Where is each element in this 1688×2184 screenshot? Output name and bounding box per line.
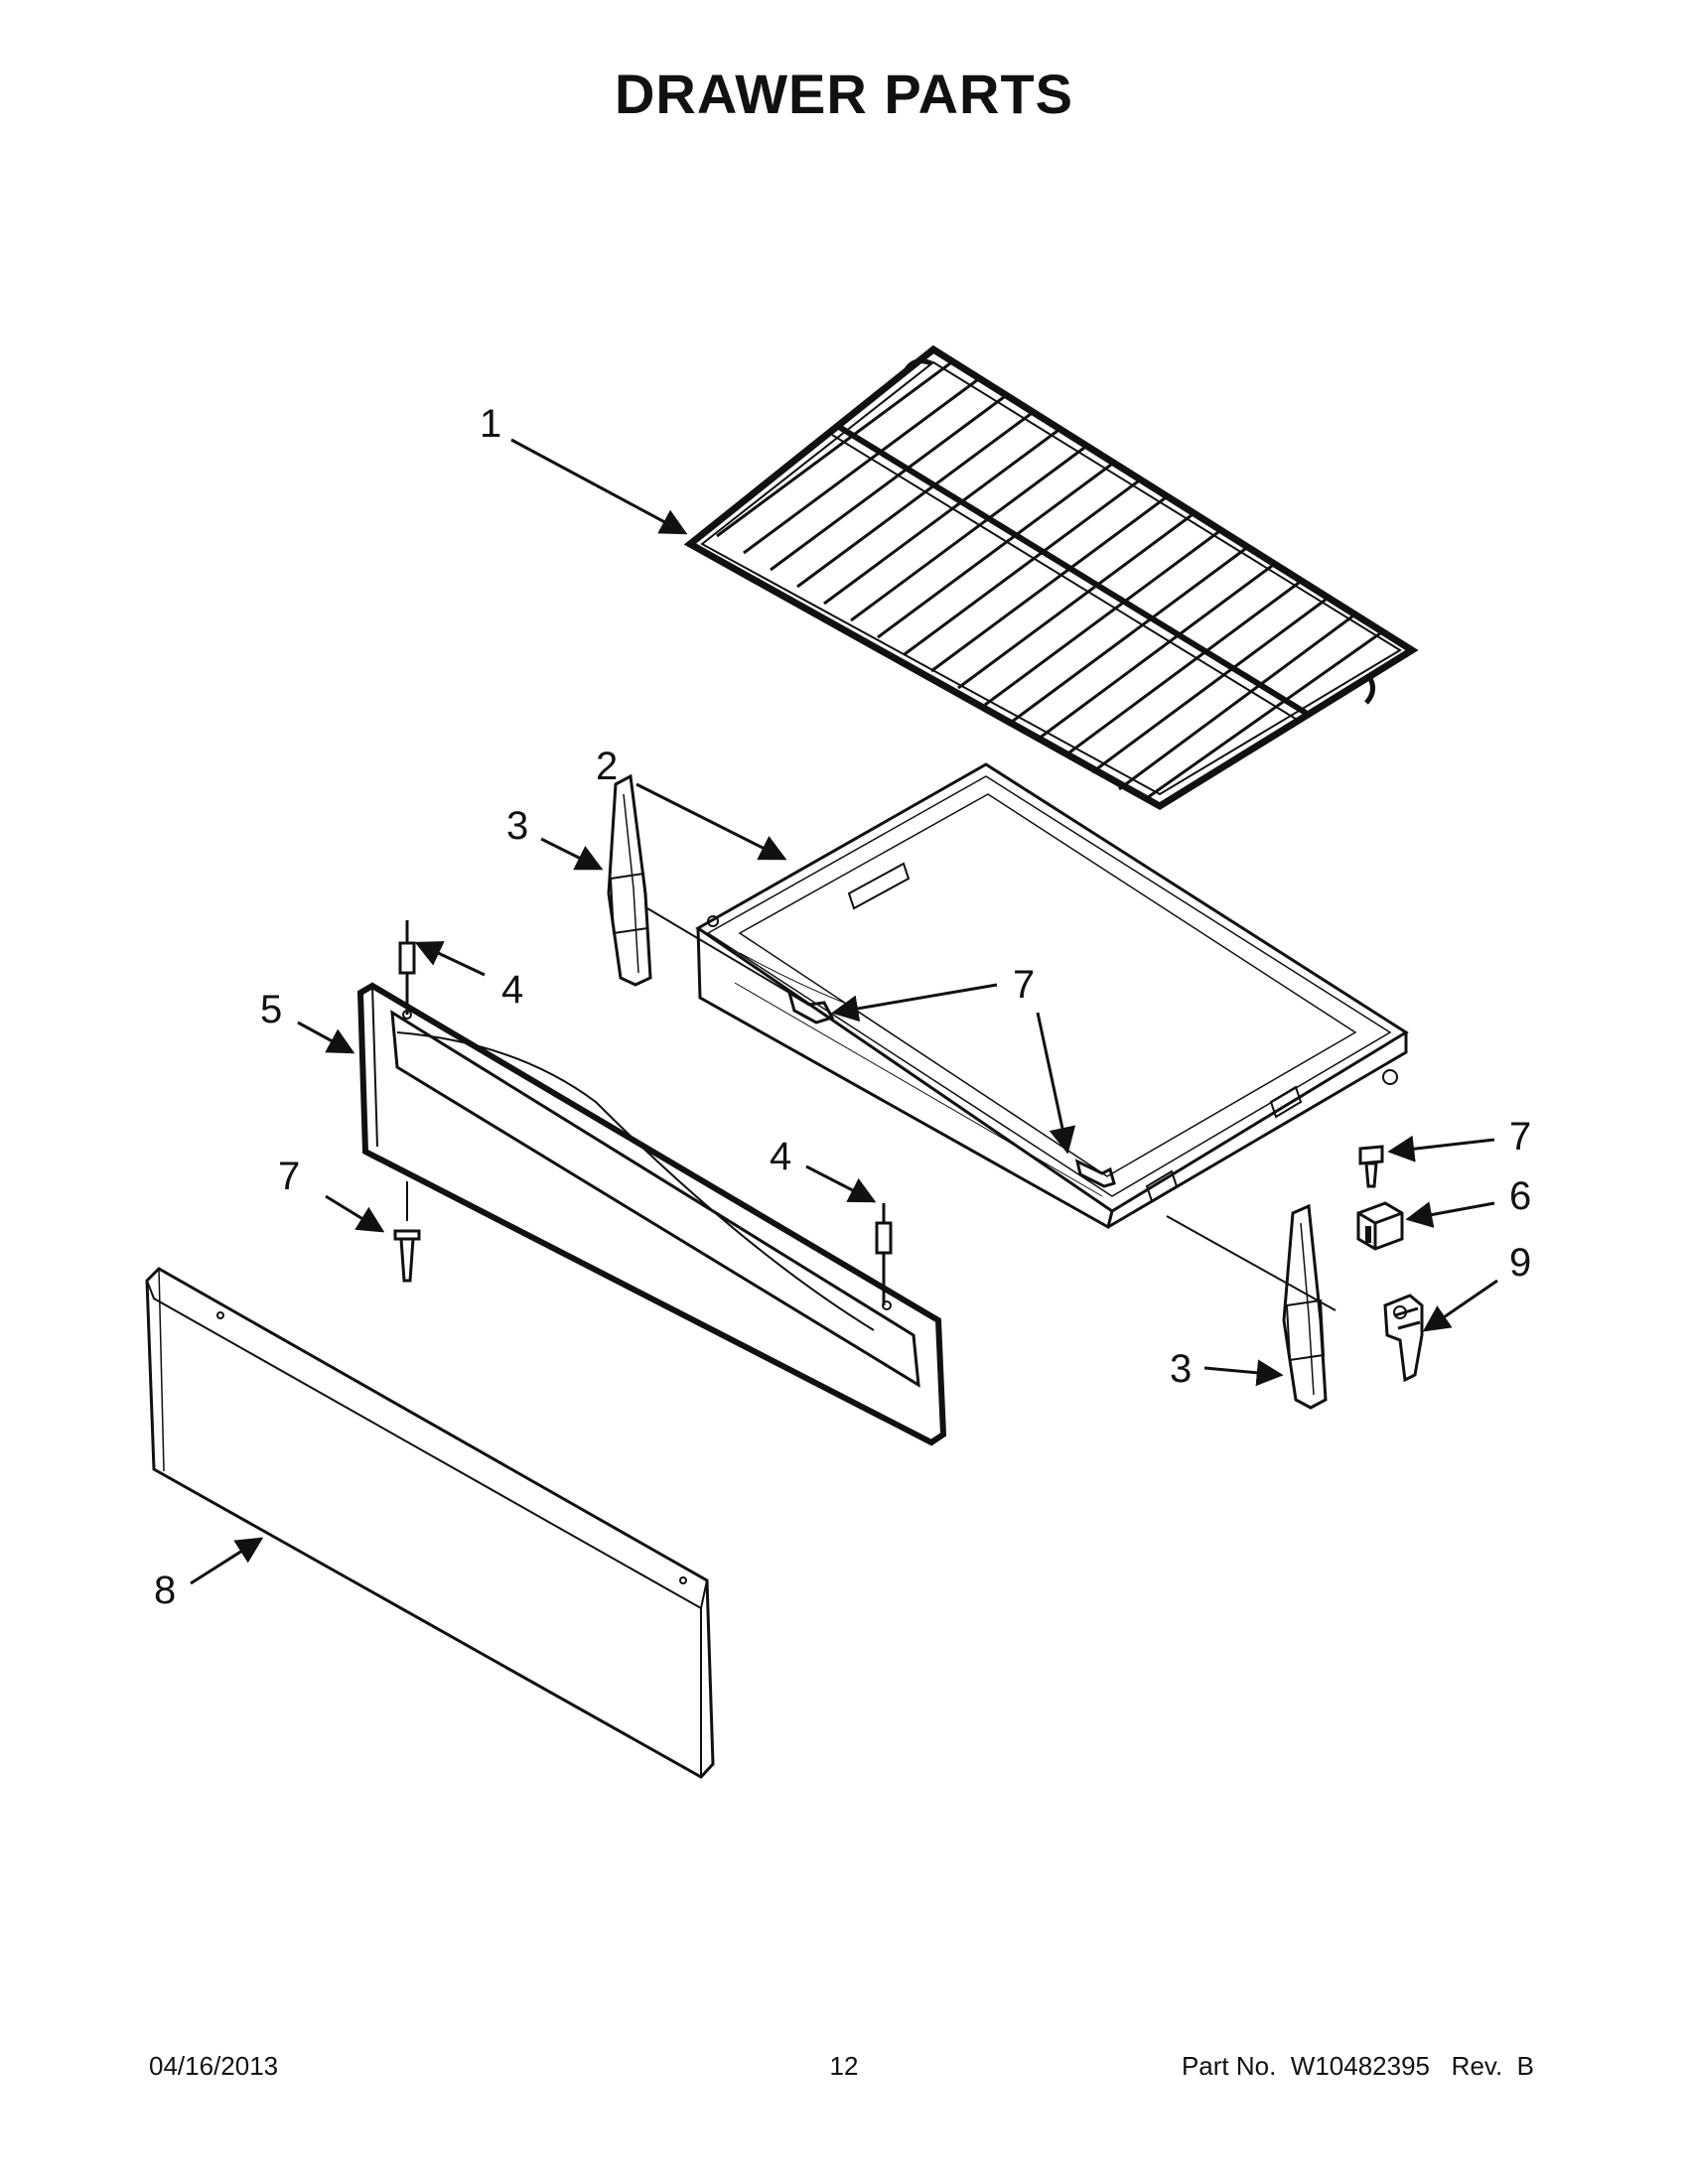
leader-arrows (190, 438, 1498, 1585)
callout-5: 5 (260, 988, 282, 1031)
drawer-front-panel (356, 982, 947, 1446)
outer-drawer-front (145, 1267, 715, 1779)
callout-9: 9 (1509, 1241, 1531, 1285)
callout-4-right: 4 (770, 1135, 791, 1178)
footer-date: 04/16/2013 (149, 2051, 279, 2081)
callout-3-left: 3 (506, 804, 528, 848)
drawer-pan (695, 762, 1409, 1230)
callout-7-pan: 7 (1013, 963, 1035, 1007)
callout-2: 2 (596, 745, 618, 788)
screw-bracket (1358, 1145, 1384, 1188)
footer-page-number: 12 (829, 2051, 859, 2081)
oven-rack (683, 344, 1419, 811)
callout-7-front: 7 (278, 1155, 300, 1198)
screw-pan-center (1074, 1159, 1116, 1188)
callout-6: 6 (1509, 1174, 1531, 1218)
callout-1: 1 (480, 402, 501, 446)
drawer-slide-left (607, 773, 790, 994)
callout-8: 8 (154, 1569, 176, 1612)
footer-part-number: Part No. W10482395 Rev. B (1181, 2051, 1534, 2081)
callout-4-left: 4 (501, 968, 523, 1012)
callout-3-right: 3 (1170, 1347, 1192, 1391)
bracket (1356, 1201, 1404, 1251)
callout-7-bracket: 7 (1509, 1115, 1531, 1159)
drawer-slide-right (1166, 1203, 1336, 1410)
drawer-guide-left (398, 920, 416, 1015)
page-title: DRAWER PARTS (614, 63, 1074, 125)
callout-labels: 1 2 3 3 4 4 5 6 7 7 7 7 8 9 (154, 402, 1531, 1612)
clip (1383, 1294, 1424, 1383)
drawer-guide-right (875, 1203, 893, 1305)
screw-front-panel (393, 1181, 421, 1283)
